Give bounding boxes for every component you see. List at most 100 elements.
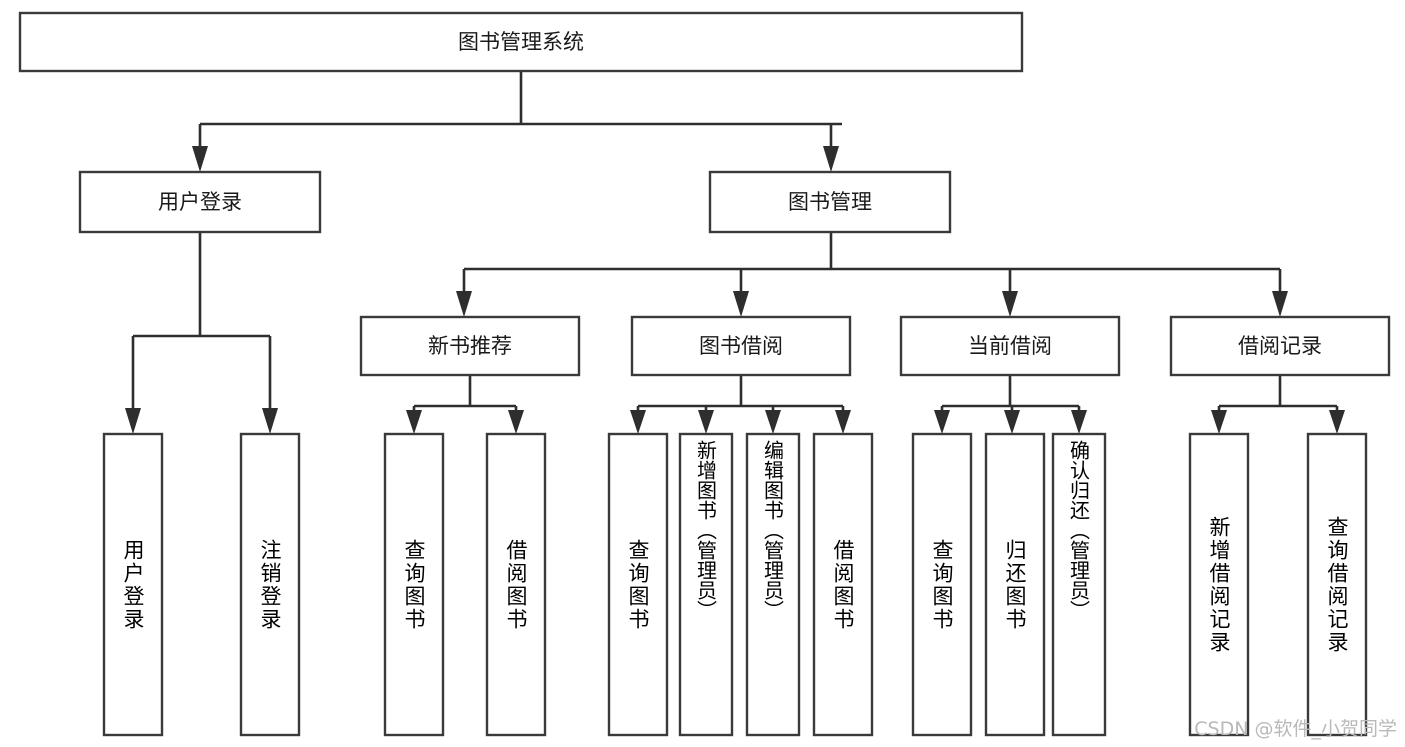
node-leaf-add-book-text-wrap: 新增图书（管理员） xyxy=(693,440,718,620)
node-leaf-user-logout-box[interactable] xyxy=(239,432,301,737)
node-leaf-query-book-2-text-wrap: 查询图书 xyxy=(626,538,650,631)
node-leaf-query-book-3-label: 查询图书 xyxy=(930,538,954,631)
node-book-manage[interactable]: 图书管理 xyxy=(708,170,952,234)
arrow-head-leaf-add-record xyxy=(1211,410,1227,434)
node-leaf-user-login-box[interactable] xyxy=(102,432,164,737)
connector-group-user-login xyxy=(125,232,278,434)
node-borrow-record-box[interactable] xyxy=(1169,315,1391,377)
node-new-book-rec[interactable]: 新书推荐 xyxy=(359,315,581,377)
arrow-head-book-borrow xyxy=(733,291,749,317)
arrow-head-new-book-rec xyxy=(456,291,472,317)
node-leaf-add-record-label: 新增借阅记录 xyxy=(1207,515,1231,654)
node-leaf-query-record-text-wrap: 查询借阅记录 xyxy=(1325,515,1349,654)
node-leaf-return-book[interactable]: 归还图书 xyxy=(984,432,1046,737)
node-leaf-borrow-book-2-box[interactable] xyxy=(812,432,874,737)
arrow-head-leaf-return-book xyxy=(1004,410,1020,434)
node-leaf-borrow-book-1-label: 借阅图书 xyxy=(504,538,528,631)
arrow-head-current-borrow xyxy=(1002,291,1018,317)
node-current-borrow-box[interactable] xyxy=(899,315,1121,377)
arrow-head-leaf-borrow-book-2 xyxy=(835,410,851,434)
arrow-head-leaf-query-book-1 xyxy=(406,410,422,434)
node-leaf-user-login-text-wrap: 用户登录 xyxy=(121,538,145,631)
node-leaf-add-record[interactable]: 新增借阅记录 xyxy=(1188,432,1250,737)
node-leaf-add-record-box[interactable] xyxy=(1188,432,1250,737)
arrow-head-leaf-confirm-return xyxy=(1071,410,1087,434)
node-leaf-confirm-return-label: 确认归还（管理员） xyxy=(1066,440,1091,620)
arrow-head-leaf-edit-book xyxy=(765,410,781,434)
arrow-head-leaf-borrow-book-1 xyxy=(508,410,524,434)
arrow-head-leaf-add-book xyxy=(698,410,714,434)
node-user-login[interactable]: 用户登录 xyxy=(78,170,322,234)
node-leaf-query-book-1-text-wrap: 查询图书 xyxy=(402,538,426,631)
node-book-borrow[interactable]: 图书借阅 xyxy=(630,315,852,377)
node-leaf-query-book-2-label: 查询图书 xyxy=(626,538,650,631)
node-borrow-record[interactable]: 借阅记录 xyxy=(1169,315,1391,377)
node-new-book-rec-label: 新书推荐 xyxy=(428,334,512,358)
node-leaf-user-logout-label: 注销登录 xyxy=(258,538,282,631)
node-leaf-borrow-book-2-label: 借阅图书 xyxy=(831,538,855,631)
node-leaf-user-logout-text-wrap: 注销登录 xyxy=(258,538,282,631)
node-leaf-add-book[interactable]: 新增图书（管理员） xyxy=(678,432,734,737)
connector-group-current-borrow xyxy=(934,375,1087,434)
csdn-watermark: CSDN @软件_小贺同学 xyxy=(1194,718,1397,740)
node-leaf-confirm-return-text-wrap: 确认归还（管理员） xyxy=(1066,440,1091,620)
node-book-borrow-box[interactable] xyxy=(630,315,852,377)
arrow-head-leaf-user-logout xyxy=(262,408,278,434)
node-leaf-borrow-book-2[interactable]: 借阅图书 xyxy=(812,432,874,737)
node-leaf-return-book-label: 归还图书 xyxy=(1003,538,1027,631)
arrow-head-leaf-query-record xyxy=(1329,410,1345,434)
node-current-borrow-label: 当前借阅 xyxy=(968,334,1052,358)
node-leaf-edit-book-box[interactable] xyxy=(745,432,801,737)
node-leaf-borrow-book-1[interactable]: 借阅图书 xyxy=(485,432,547,737)
node-leaf-query-book-1[interactable]: 查询图书 xyxy=(383,432,445,737)
node-leaf-query-book-3-text-wrap: 查询图书 xyxy=(930,538,954,631)
connector-group-book-manage xyxy=(456,232,1288,317)
arrow-head-leaf-user-login xyxy=(125,408,141,434)
node-leaf-user-logout[interactable]: 注销登录 xyxy=(239,432,301,737)
arrow-head-user-login xyxy=(192,146,208,172)
node-root[interactable]: 图书管理系统 xyxy=(18,11,1024,73)
node-root-label: 图书管理系统 xyxy=(458,30,584,54)
node-leaf-query-book-1-box[interactable] xyxy=(383,432,445,737)
node-leaf-edit-book-text-wrap: 编辑图书（管理员） xyxy=(760,440,785,620)
node-leaf-add-book-label: 新增图书（管理员） xyxy=(693,440,718,620)
node-leaf-borrow-book-2-text-wrap: 借阅图书 xyxy=(831,538,855,631)
node-leaf-query-book-3-box[interactable] xyxy=(911,432,973,737)
node-leaf-return-book-box[interactable] xyxy=(984,432,1046,737)
node-leaf-edit-book[interactable]: 编辑图书（管理员） xyxy=(745,432,801,737)
node-book-manage-box[interactable] xyxy=(708,170,952,234)
node-user-login-box[interactable] xyxy=(78,170,322,234)
node-new-book-rec-box[interactable] xyxy=(359,315,581,377)
node-leaf-query-book-2[interactable]: 查询图书 xyxy=(607,432,669,737)
node-book-borrow-label: 图书借阅 xyxy=(699,334,783,358)
connector-group-root xyxy=(192,71,842,172)
node-leaf-add-book-box[interactable] xyxy=(678,432,734,737)
node-leaf-confirm-return-box[interactable] xyxy=(1051,432,1107,737)
arrow-head-book-manage xyxy=(823,146,839,172)
arrow-head-leaf-query-book-3 xyxy=(934,410,950,434)
arrow-head-borrow-record xyxy=(1272,291,1288,317)
node-leaf-user-login-label: 用户登录 xyxy=(121,538,145,631)
node-book-manage-label: 图书管理 xyxy=(788,190,872,214)
node-leaf-user-login[interactable]: 用户登录 xyxy=(102,432,164,737)
node-leaf-query-book-3[interactable]: 查询图书 xyxy=(911,432,973,737)
node-leaf-query-book-1-label: 查询图书 xyxy=(402,538,426,631)
arrow-head-leaf-query-book-2 xyxy=(630,410,646,434)
connector-group-new-book-rec xyxy=(406,375,524,434)
node-leaf-borrow-book-1-text-wrap: 借阅图书 xyxy=(504,538,528,631)
node-leaf-edit-book-label: 编辑图书（管理员） xyxy=(760,440,785,620)
node-leaf-query-book-2-box[interactable] xyxy=(607,432,669,737)
connector-group-borrow-record xyxy=(1211,375,1345,434)
node-leaf-query-record-box[interactable] xyxy=(1306,432,1368,737)
node-current-borrow[interactable]: 当前借阅 xyxy=(899,315,1121,377)
connector-group-book-borrow xyxy=(630,375,851,434)
node-leaf-confirm-return[interactable]: 确认归还（管理员） xyxy=(1051,432,1107,737)
node-root-box[interactable] xyxy=(18,11,1024,73)
node-user-login-label: 用户登录 xyxy=(158,190,242,214)
node-leaf-add-record-text-wrap: 新增借阅记录 xyxy=(1207,515,1231,654)
node-leaf-query-record[interactable]: 查询借阅记录 xyxy=(1306,432,1368,737)
node-leaf-borrow-book-1-box[interactable] xyxy=(485,432,547,737)
node-leaf-query-record-label: 查询借阅记录 xyxy=(1325,515,1349,654)
